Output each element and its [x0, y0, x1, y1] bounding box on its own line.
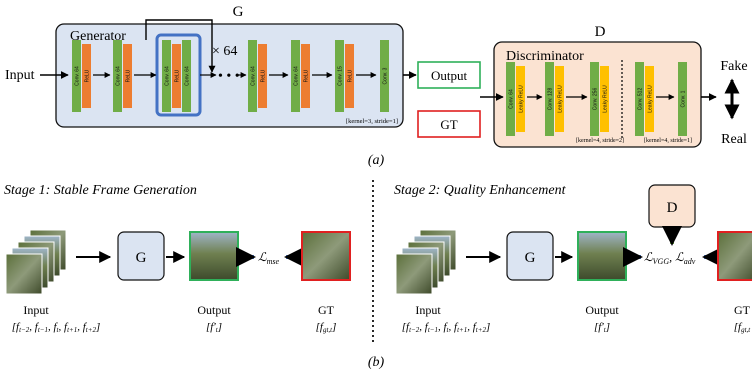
- gen-conv-1: [72, 40, 81, 112]
- gen-relu-label-2: ReLU: [126, 69, 132, 82]
- gen-relu-2: [123, 44, 132, 108]
- gen-conv-label-4: Conv. 64: [185, 66, 191, 86]
- gen-conv-label-7: Conv. 15: [338, 66, 344, 86]
- d-title: D: [595, 24, 606, 40]
- real-label: Real: [721, 132, 747, 147]
- stage2-title: Stage 2: Quality Enhancement: [394, 183, 567, 198]
- gt-box: [417, 110, 481, 138]
- gen-relu-7: [345, 44, 354, 108]
- stage2-gt-label: GT: [734, 303, 751, 317]
- stage2-output-image: [577, 231, 627, 281]
- generator-label: Generator: [70, 29, 126, 44]
- gen-conv-4: [182, 40, 191, 112]
- gen-relu-label-3: ReLU: [175, 69, 181, 82]
- generator-kernel-note: [kernel=3, stride=1]: [346, 118, 398, 125]
- stage1-gt-image: [301, 231, 351, 281]
- discriminator-kernel-note-2: [kernel=4, stride=1]: [644, 138, 692, 144]
- stage1-loss: ℒmse: [258, 250, 280, 266]
- ellipsis: • • •: [218, 69, 240, 84]
- part-b: Stage 1: Stable Frame Generation Stage 2…: [4, 180, 752, 370]
- gen-relu-5: [258, 44, 267, 108]
- gen-conv-3: [162, 40, 171, 112]
- disc-relu-1: [516, 66, 525, 132]
- disc-relu-label-3: Leaky ReLU: [603, 85, 609, 113]
- gen-relu-3: [172, 44, 181, 108]
- caption-a: (a): [368, 153, 385, 168]
- disc-conv-label-5: Conv. 1: [681, 90, 687, 107]
- part-a: G D Generator [kernel=3, stride=1] Discr…: [5, 4, 748, 168]
- gen-conv-label-8: Conv. 3: [383, 67, 389, 84]
- disc-relu-4: [645, 66, 654, 132]
- input-label: Input: [5, 68, 35, 83]
- stage1-input-label: Input: [23, 303, 49, 317]
- gen-relu-label-1: ReLU: [85, 69, 91, 82]
- stage2-gt-formula: [fgt,t: [734, 321, 752, 334]
- gen-conv-8: [380, 40, 389, 112]
- disc-conv-4: [635, 62, 644, 136]
- output-box-label: Output: [431, 68, 468, 83]
- stage1-gt-formula: [fgt,t]: [316, 321, 337, 334]
- stage2-d-label: D: [667, 200, 678, 216]
- gen-relu-label-6: ReLU: [304, 69, 310, 82]
- disc-conv-label-3: Conv. 256: [593, 88, 599, 111]
- stage2-input-frames: [395, 229, 457, 295]
- gen-conv-label-1: Conv. 64: [75, 66, 81, 86]
- stage1-output-label: Output: [197, 303, 231, 317]
- stage2-output-formula: [f′t]: [594, 321, 610, 334]
- disc-conv-2: [545, 62, 554, 136]
- stage2-gt-image: [717, 231, 752, 281]
- gen-relu-label-5: ReLU: [261, 69, 267, 82]
- stage1-input-formula: [ft−2, ft−1, ft, ft+1, ft+2]: [12, 321, 101, 334]
- disc-conv-1: [506, 62, 515, 136]
- stage2-g-label: G: [525, 250, 536, 266]
- gen-conv-label-6: Conv. 64: [294, 66, 300, 86]
- disc-conv-label-2: Conv. 128: [548, 88, 554, 111]
- gen-conv-label-5: Conv. 64: [251, 66, 257, 86]
- stage1-input-frames: [5, 229, 67, 295]
- gen-conv-2: [113, 40, 122, 112]
- gen-conv-label-3: Conv. 64: [165, 66, 171, 86]
- gen-conv-label-2: Conv. 64: [116, 66, 122, 86]
- generator-layers: • • •: [72, 40, 389, 112]
- disc-relu-2: [555, 66, 564, 132]
- gen-conv-5: [248, 40, 257, 112]
- output-box: [417, 61, 481, 89]
- discriminator-label: Discriminator: [506, 49, 584, 64]
- gen-relu-6: [301, 44, 310, 108]
- disc-relu-label-2: Leaky ReLU: [558, 85, 564, 113]
- skip-connection-arrow: [145, 19, 216, 73]
- repeat-label: × 64: [212, 44, 237, 59]
- disc-relu-3: [600, 66, 609, 132]
- gen-relu-label-7: ReLU: [348, 69, 354, 82]
- disc-conv-label-1: Conv. 64: [509, 89, 515, 109]
- discriminator-layer-labels: Conv. 64 Leaky ReLU Conv. 128 Leaky ReLU…: [509, 85, 687, 113]
- stage2-input-label: Input: [415, 303, 441, 317]
- stage1-gt-label: GT: [318, 303, 335, 317]
- generator-layer-labels: Conv. 64 ReLU Conv. 64 ReLU Conv. 64 ReL…: [75, 66, 389, 86]
- disc-conv-3: [590, 62, 599, 136]
- stage2-loss: ℒVGG, ℒadv: [644, 250, 696, 266]
- gen-conv-7: [335, 40, 344, 112]
- fake-label: Fake: [720, 59, 747, 74]
- caption-b: (b): [368, 355, 385, 370]
- discriminator-layers: [506, 60, 687, 138]
- stage2-output-label: Output: [585, 303, 619, 317]
- disc-conv-label-4: Conv. 512: [638, 88, 644, 111]
- discriminator-kernel-note-1: [kernel=4, stride=2]: [576, 138, 624, 144]
- stage1-output-formula: [f′t]: [206, 321, 222, 334]
- g-title: G: [233, 4, 244, 20]
- stage1-g-block: [117, 231, 165, 281]
- stage2-input-formula: [ft−2, ft−1, ft, ft+1, ft+2]: [402, 321, 491, 334]
- stage1-output-image: [189, 231, 239, 281]
- stage2-g-block: [506, 231, 554, 281]
- disc-conv-5: [678, 62, 687, 136]
- gen-relu-1: [82, 44, 91, 108]
- disc-relu-label-1: Leaky ReLU: [519, 85, 525, 113]
- stage1-title: Stage 1: Stable Frame Generation: [4, 183, 197, 198]
- gt-box-label: GT: [440, 117, 457, 132]
- disc-relu-label-4: Leaky ReLU: [648, 85, 654, 113]
- gen-conv-6: [291, 40, 300, 112]
- stage1-g-label: G: [136, 250, 147, 266]
